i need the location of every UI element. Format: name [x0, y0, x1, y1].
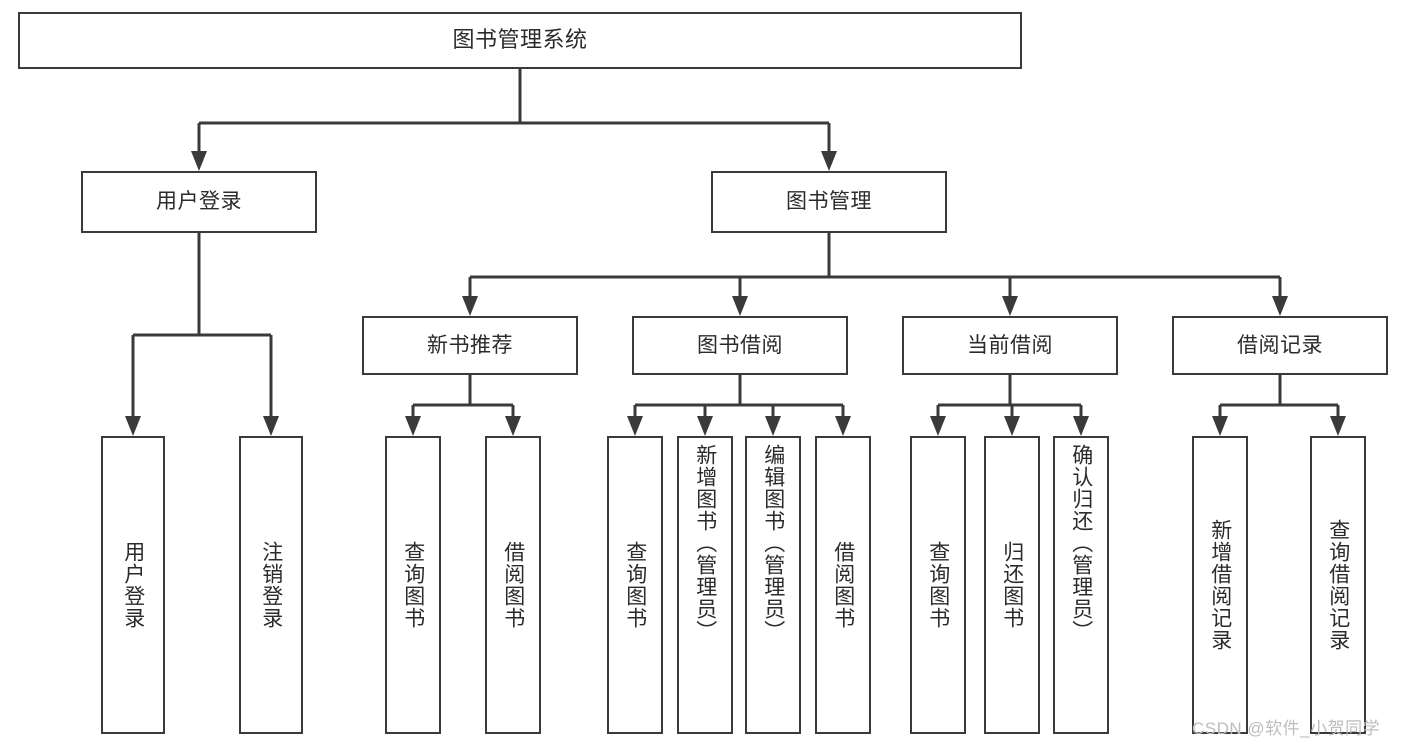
arrow-head-icon [263, 416, 279, 436]
node-label: 查询借阅记录 [1326, 519, 1350, 651]
node-label-wrapper: 编辑图书（管理员） [747, 438, 799, 732]
node-label: 图书借阅 [697, 333, 783, 357]
arrow-head-icon [697, 416, 713, 436]
node-user-login[interactable]: 用户登录 [81, 171, 317, 233]
node-leaf-return-book[interactable]: 归还图书 [984, 436, 1040, 734]
node-leaf-borrow-book-rec[interactable]: 借阅图书 [485, 436, 541, 734]
node-label: 借阅图书 [501, 541, 525, 629]
node-label-wrapper: 借阅图书 [817, 438, 869, 732]
arrow-head-icon [930, 416, 946, 436]
node-label-wrapper: 用户登录 [103, 438, 163, 732]
node-label: 新增图书（管理员） [693, 444, 717, 642]
node-leaf-add-book[interactable]: 新增图书（管理员） [677, 436, 733, 734]
node-label: 归还图书 [1000, 541, 1024, 629]
arrow-head-icon [1004, 416, 1020, 436]
connector-book-manage-to-level2 [462, 233, 1288, 316]
node-label-wrapper: 新增图书（管理员） [679, 438, 731, 732]
node-label-wrapper: 查询图书 [609, 438, 661, 732]
connector-root-to-level1 [191, 69, 837, 171]
node-leaf-logout-login[interactable]: 注销登录 [239, 436, 303, 734]
node-label-wrapper: 新增借阅记录 [1194, 438, 1246, 732]
node-current-borrow[interactable]: 当前借阅 [902, 316, 1118, 375]
arrow-head-icon [1002, 296, 1018, 316]
node-borrow-record[interactable]: 借阅记录 [1172, 316, 1388, 375]
node-leaf-add-record[interactable]: 新增借阅记录 [1192, 436, 1248, 734]
csdn-watermark: CSDN @软件_小贺同学 [1192, 719, 1381, 738]
node-leaf-query-book-cur[interactable]: 查询图书 [910, 436, 966, 734]
node-label-wrapper: 归还图书 [986, 438, 1038, 732]
arrow-head-icon [1212, 416, 1228, 436]
arrow-head-icon [821, 151, 837, 171]
node-label: 借阅记录 [1237, 333, 1323, 357]
node-label-wrapper: 查询借阅记录 [1312, 438, 1364, 732]
arrow-head-icon [732, 296, 748, 316]
node-label: 用户登录 [121, 541, 145, 629]
node-label-wrapper: 注销登录 [241, 438, 301, 732]
arrow-head-icon [125, 416, 141, 436]
arrow-head-icon [462, 296, 478, 316]
node-label: 查询图书 [401, 541, 425, 629]
node-leaf-query-record[interactable]: 查询借阅记录 [1310, 436, 1366, 734]
node-label-wrapper: 借阅图书 [487, 438, 539, 732]
node-root[interactable]: 图书管理系统 [18, 12, 1022, 69]
arrow-head-icon [405, 416, 421, 436]
node-label: 确认归还（管理员） [1069, 444, 1093, 642]
connector-book-borrow-to-leaves [627, 375, 851, 436]
node-leaf-user-login[interactable]: 用户登录 [101, 436, 165, 734]
node-book-manage[interactable]: 图书管理 [711, 171, 947, 233]
node-leaf-edit-book[interactable]: 编辑图书（管理员） [745, 436, 801, 734]
node-leaf-query-book-rec[interactable]: 查询图书 [385, 436, 441, 734]
node-label: 查询图书 [926, 541, 950, 629]
node-book-borrow[interactable]: 图书借阅 [632, 316, 848, 375]
arrow-head-icon [1272, 296, 1288, 316]
node-label-wrapper: 查询图书 [912, 438, 964, 732]
arrow-head-icon [765, 416, 781, 436]
arrow-head-icon [505, 416, 521, 436]
arrow-head-icon [627, 416, 643, 436]
connector-current-borrow-to-leaves [930, 375, 1089, 436]
node-label: 用户登录 [156, 190, 242, 214]
node-label: 编辑图书（管理员） [761, 444, 785, 642]
node-leaf-borrow-book[interactable]: 借阅图书 [815, 436, 871, 734]
node-label: 注销登录 [259, 541, 283, 629]
node-label: 当前借阅 [967, 333, 1053, 357]
arrow-head-icon [835, 416, 851, 436]
node-label: 借阅图书 [831, 541, 855, 629]
node-label: 图书管理 [786, 190, 872, 214]
connector-borrow-record-to-leaves [1212, 375, 1346, 436]
arrow-head-icon [1073, 416, 1089, 436]
node-leaf-query-book-borrow[interactable]: 查询图书 [607, 436, 663, 734]
connector-user-login-to-leaves [125, 233, 279, 436]
arrow-head-icon [191, 151, 207, 171]
node-label-wrapper: 查询图书 [387, 438, 439, 732]
node-label: 图书管理系统 [452, 27, 588, 53]
node-label: 查询图书 [623, 541, 647, 629]
node-label: 新增借阅记录 [1208, 519, 1232, 651]
node-label-wrapper: 确认归还（管理员） [1055, 438, 1107, 732]
node-leaf-confirm-return[interactable]: 确认归还（管理员） [1053, 436, 1109, 734]
node-new-book-rec[interactable]: 新书推荐 [362, 316, 578, 375]
node-label: 新书推荐 [427, 333, 513, 357]
connector-new-book-rec-to-leaves [405, 375, 521, 436]
arrow-head-icon [1330, 416, 1346, 436]
